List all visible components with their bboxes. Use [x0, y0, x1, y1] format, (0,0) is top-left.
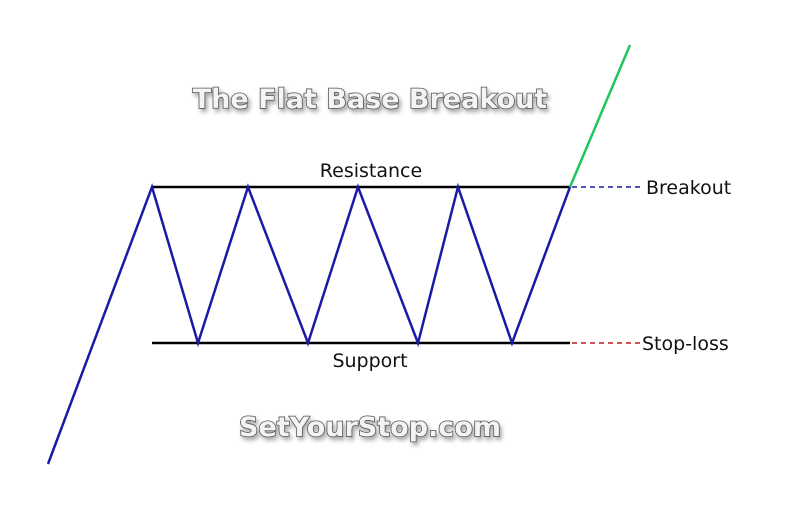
resistance-label: Resistance — [320, 160, 422, 182]
breakout-move-line — [568, 44, 632, 188]
watermark-text: SetYourStop.com — [239, 412, 501, 443]
diagram-title: The Flat Base Breakout — [193, 84, 548, 115]
stop-loss-label: Stop-loss — [642, 333, 729, 355]
breakout-label: Breakout — [646, 177, 731, 199]
price-path-line — [46, 182, 572, 465]
support-label: Support — [332, 350, 407, 372]
